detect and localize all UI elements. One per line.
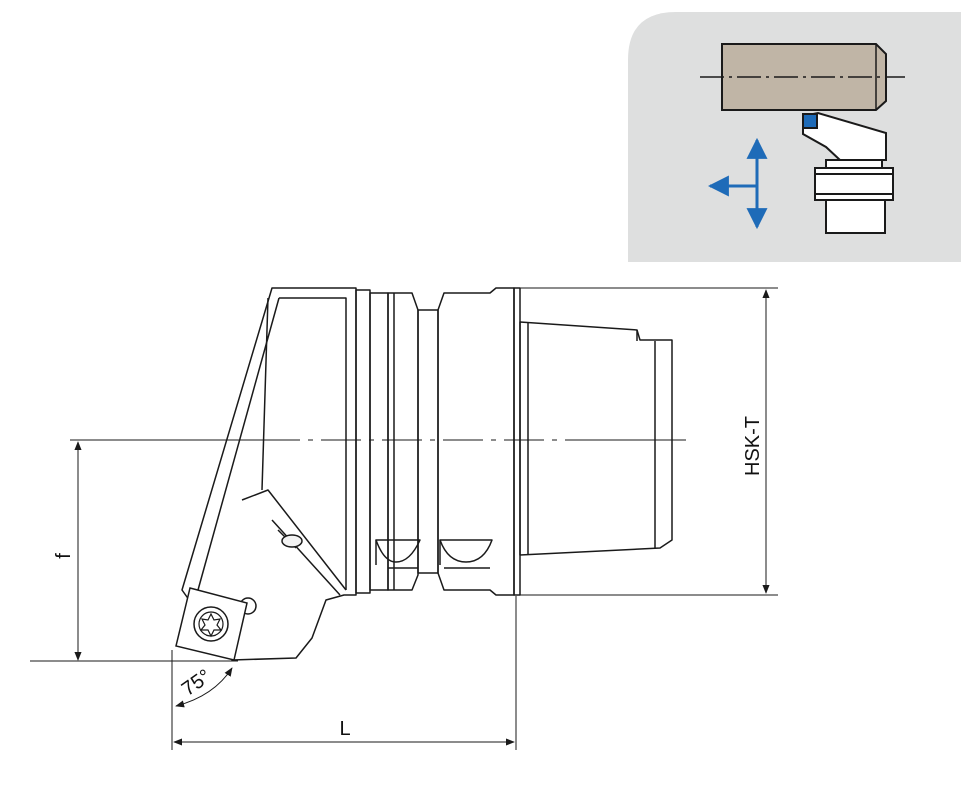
- dimension-l-label: L: [339, 718, 350, 740]
- dimension-f: f: [53, 441, 82, 661]
- tool-holder: [181, 287, 673, 661]
- cutting-insert: [175, 587, 248, 661]
- feed-direction-arrows: [707, 137, 768, 230]
- dimension-angle: 75°: [175, 665, 233, 708]
- dimension-angle-label: 75°: [178, 665, 215, 700]
- application-inset: [628, 12, 961, 262]
- inset-tool: [802, 111, 894, 234]
- dimension-l: L: [173, 718, 515, 746]
- inset-insert: [802, 113, 818, 129]
- dimension-f-label: f: [53, 553, 75, 559]
- torx-star-icon: [199, 612, 223, 638]
- dimension-hsk-label: HSK-T: [742, 416, 764, 476]
- dimension-hsk: HSK-T: [742, 289, 770, 594]
- hsk-shank: [519, 321, 673, 556]
